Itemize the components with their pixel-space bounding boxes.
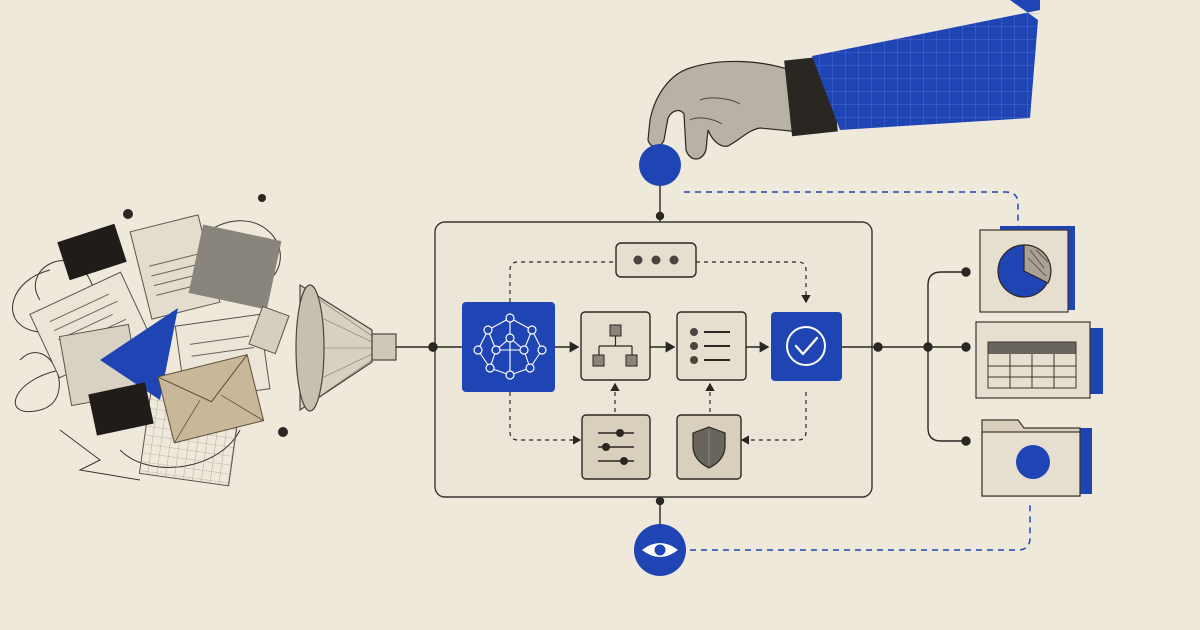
table-icon <box>975 321 1103 399</box>
workflow-panel <box>434 221 873 498</box>
sliders-icon <box>581 414 651 480</box>
bullet-list-icon <box>676 311 747 381</box>
three-dots-icon <box>615 242 697 278</box>
hand-icon <box>647 55 838 160</box>
eye-icon <box>634 524 686 576</box>
check-circle-icon <box>771 312 842 381</box>
blue-dashed-connectors <box>684 191 1031 551</box>
pie-chart-icon <box>979 226 1075 313</box>
folder-icon <box>981 419 1092 497</box>
crumpled-documents-icon <box>12 194 290 487</box>
hierarchy-icon <box>580 311 651 381</box>
blue-token-icon <box>639 144 681 186</box>
sleeve <box>812 0 1040 130</box>
funnel-icon <box>295 283 397 412</box>
shield-icon <box>676 414 742 480</box>
neural-network-icon <box>462 302 555 392</box>
